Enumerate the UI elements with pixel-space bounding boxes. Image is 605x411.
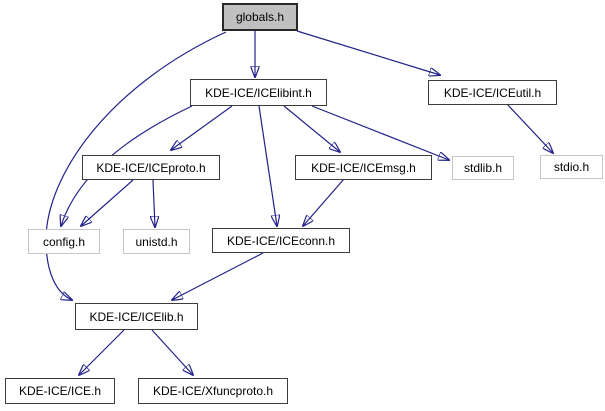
node-stdio-h: stdio.h <box>540 155 603 179</box>
edge-icelib-to-xfuncproto <box>151 329 193 375</box>
edge-icelibint-to-iceconn <box>258 105 277 226</box>
node-kde-ice-ice-h[interactable]: KDE-ICE/ICE.h <box>5 378 115 404</box>
node-stdlib-h-label: stdlib.h <box>463 161 503 175</box>
node-kde-ice-iceconn-h-label: KDE-ICE/ICEconn.h <box>226 233 336 248</box>
node-unistd-h: unistd.h <box>123 229 190 254</box>
node-kde-ice-xfuncproto-h-label: KDE-ICE/Xfuncproto.h <box>152 384 274 398</box>
node-kde-ice-iceutil-h-label: KDE-ICE/ICEutil.h <box>443 85 542 100</box>
edge-icelibint-to-stdlib <box>311 105 449 160</box>
node-kde-ice-icelibint-h-label: KDE-ICE/ICElibint.h <box>205 85 312 100</box>
node-config-h: config.h <box>28 229 100 254</box>
edge-iceproto-to-config <box>81 179 134 226</box>
node-kde-ice-icelib-h-label: KDE-ICE/ICElib.h <box>89 309 184 324</box>
edge-globals-to-iceutil <box>296 30 440 75</box>
edge-icelibint-to-iceproto <box>171 105 233 150</box>
edge-icemsg-to-iceconn <box>303 178 345 226</box>
node-unistd-h-label: unistd.h <box>135 234 178 249</box>
node-kde-ice-icemsg-h-label: KDE-ICE/ICEmsg.h <box>311 160 416 175</box>
edge-icelibint-to-icemsg <box>283 105 340 152</box>
edge-iceconn-to-icelib <box>172 252 264 300</box>
node-stdlib-h: stdlib.h <box>452 156 514 180</box>
node-kde-ice-icemsg-h[interactable]: KDE-ICE/ICEmsg.h <box>295 155 432 180</box>
node-kde-ice-icelibint-h[interactable]: KDE-ICE/ICElibint.h <box>190 79 327 106</box>
edge-iceutil-to-stdio <box>506 103 553 153</box>
edge-iceproto-to-unistd <box>153 179 155 227</box>
node-kde-ice-iceutil-h[interactable]: KDE-ICE/ICEutil.h <box>428 80 557 105</box>
node-globals-h-label: globals.h <box>235 10 285 24</box>
node-stdio-h-label: stdio.h <box>553 160 590 174</box>
node-kde-ice-iceproto-h[interactable]: KDE-ICE/ICEproto.h <box>82 155 220 180</box>
node-kde-ice-iceproto-h-label: KDE-ICE/ICEproto.h <box>96 160 206 175</box>
edge-icelib-to-ice <box>79 329 125 375</box>
node-kde-ice-xfuncproto-h[interactable]: KDE-ICE/Xfuncproto.h <box>138 378 288 404</box>
node-config-h-label: config.h <box>42 234 86 249</box>
node-kde-ice-icelib-h[interactable]: KDE-ICE/ICElib.h <box>75 303 198 330</box>
edge-globals-to-icelib <box>45 31 227 300</box>
node-kde-ice-iceconn-h[interactable]: KDE-ICE/ICEconn.h <box>212 228 350 253</box>
node-kde-ice-ice-h-label: KDE-ICE/ICE.h <box>18 384 102 398</box>
node-globals-h: globals.h <box>222 3 298 31</box>
